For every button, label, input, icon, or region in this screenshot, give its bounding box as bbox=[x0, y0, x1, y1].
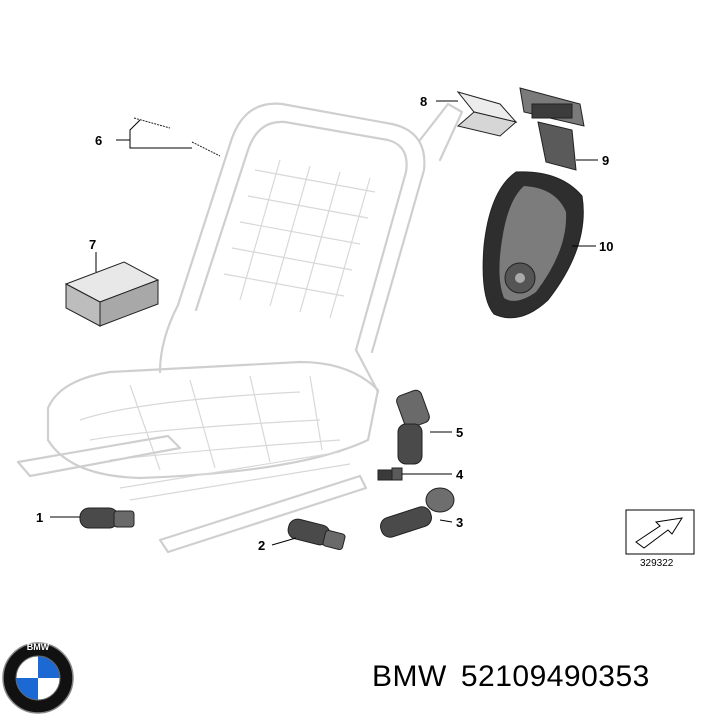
part-8-grille: 8 bbox=[420, 91, 518, 137]
callout-1: 1 bbox=[36, 510, 43, 525]
callout-6: 6 bbox=[95, 133, 102, 148]
part-3-geared-motor: 3 bbox=[380, 487, 463, 538]
callout-4: 4 bbox=[456, 467, 464, 482]
reference-number: 329322 bbox=[640, 558, 674, 569]
part-caption: BMW 52109490353 bbox=[372, 660, 664, 694]
brand-name: BMW bbox=[372, 660, 447, 693]
part-4-connector: 4 bbox=[377, 467, 464, 482]
bmw-logo-icon: BMW bbox=[2, 642, 74, 714]
part-1-motor: 1 bbox=[36, 507, 135, 529]
part-6-springs: 6 bbox=[95, 117, 221, 157]
part-number: 52109490353 bbox=[460, 660, 650, 693]
callout-8: 8 bbox=[420, 94, 427, 109]
part-9-duct: 9 bbox=[519, 87, 609, 171]
callout-10: 10 bbox=[599, 239, 613, 254]
part-5-motor: 5 bbox=[396, 389, 463, 465]
callout-5: 5 bbox=[456, 425, 463, 440]
seat-frame bbox=[16, 102, 464, 554]
part-10-fan-unit: 10 bbox=[482, 171, 613, 319]
part-2-motor: 2 bbox=[258, 518, 346, 553]
callout-7: 7 bbox=[89, 237, 96, 252]
callout-2: 2 bbox=[258, 538, 265, 553]
reference-box: 329322 bbox=[625, 509, 695, 569]
bmw-logo-text: BMW bbox=[27, 642, 50, 652]
callout-3: 3 bbox=[456, 515, 463, 530]
callout-9: 9 bbox=[602, 153, 609, 168]
part-7-box: 7 bbox=[64, 237, 160, 327]
